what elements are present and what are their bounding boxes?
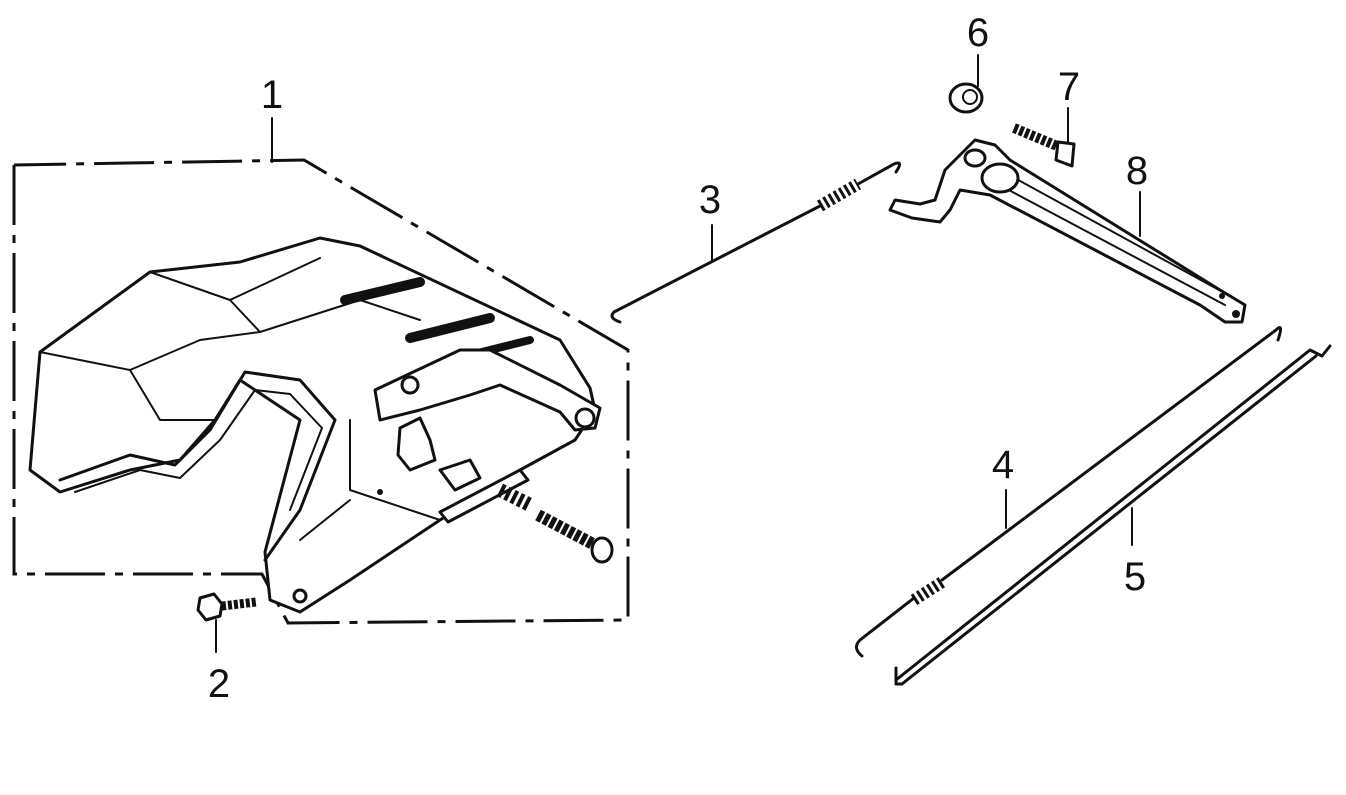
part-2-bolt: [196, 592, 257, 653]
callout-1: 1: [261, 73, 283, 117]
callout-8: 8: [1126, 149, 1148, 193]
callout-6: 6: [967, 11, 989, 55]
part-5-rod: [894, 344, 1332, 686]
part-8-lever-arm: [888, 138, 1247, 324]
callout-4: 4: [992, 443, 1014, 487]
callout-2: 2: [208, 662, 230, 706]
part-7-bolt: [1012, 107, 1076, 168]
part-1-group-boundary: [12, 158, 630, 625]
part-6-nut: [948, 54, 984, 114]
part-3-spring-rod: [610, 161, 901, 324]
part-4-long-spring-rod: [855, 326, 1283, 658]
part-1-cover-assembly: [28, 117, 614, 614]
callout-3: 3: [699, 178, 721, 222]
callout-7: 7: [1058, 65, 1080, 109]
callout-5: 5: [1124, 555, 1146, 599]
